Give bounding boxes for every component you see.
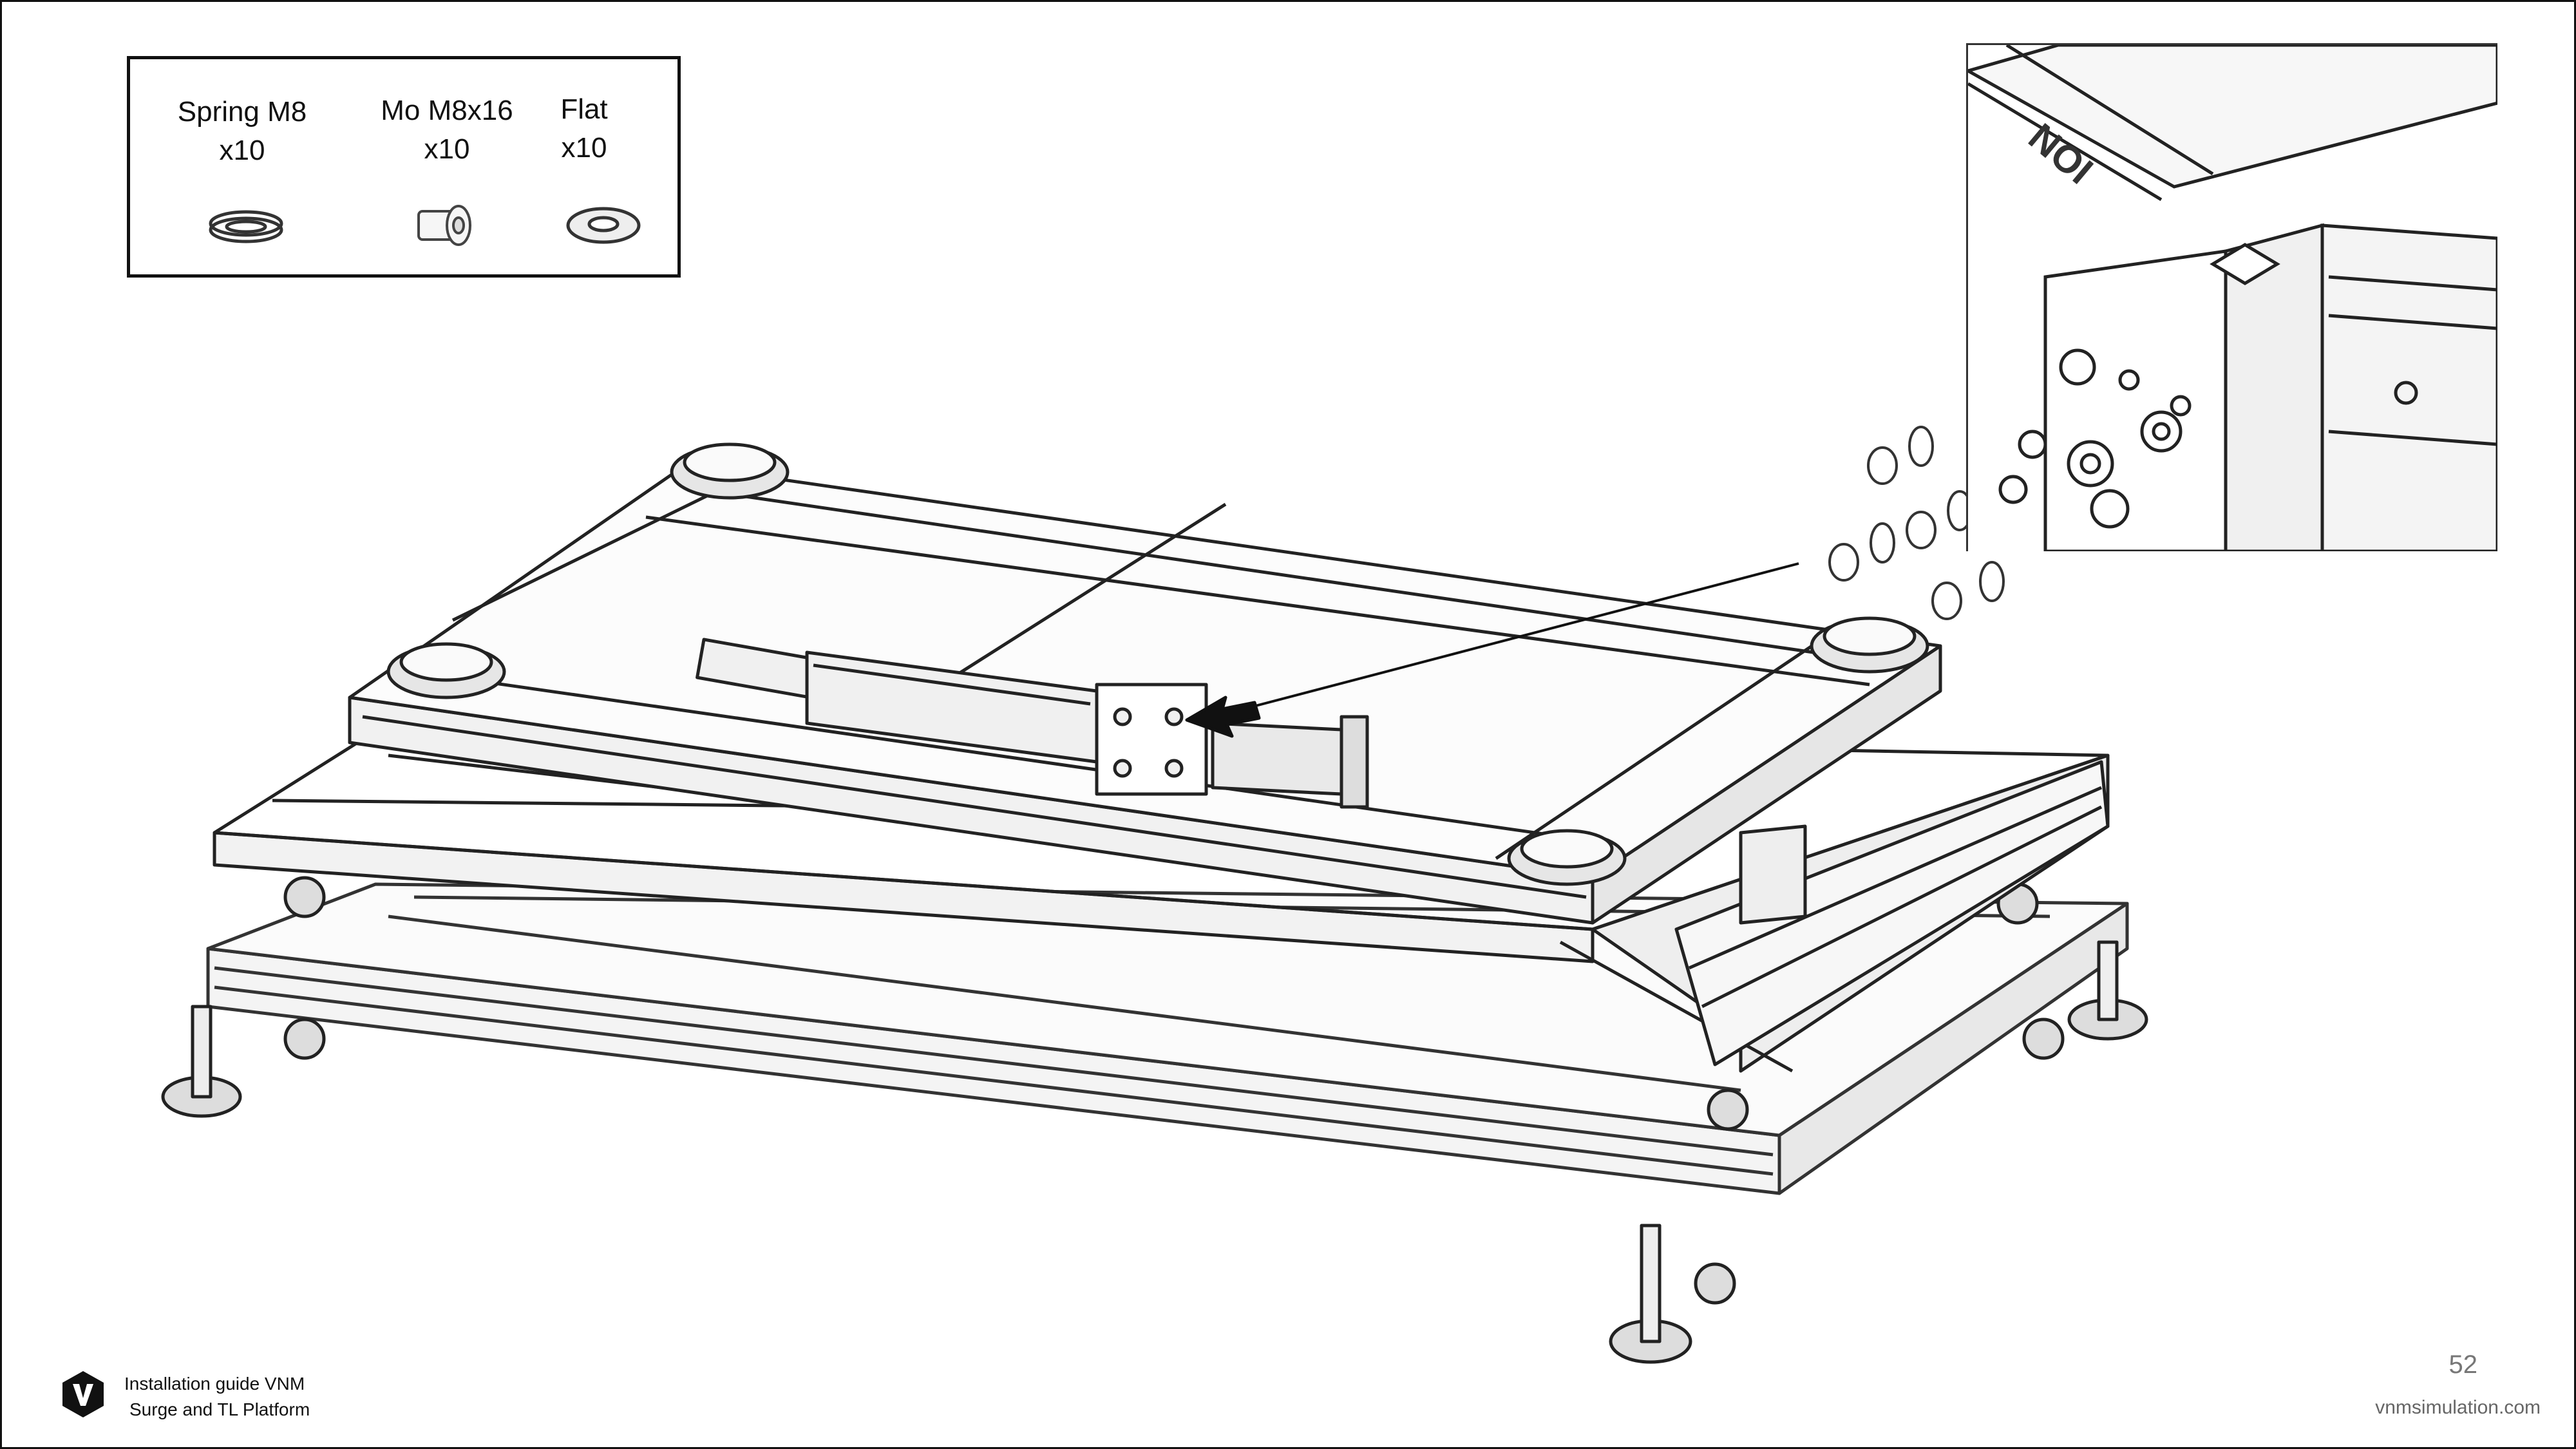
part-bolt: Mo M8x16 x10: [363, 91, 531, 169]
vnm-logo: [62, 1371, 104, 1417]
part-quantity: x10: [219, 135, 265, 166]
guide-title-line2: Surge and TL Platform: [129, 1399, 310, 1419]
part-spring-washer: Spring M8 x10: [165, 93, 319, 170]
flat-washer-icon: [566, 207, 641, 244]
part-name: Mo M8x16: [381, 95, 513, 126]
guide-title-line1: Installation guide VNM: [124, 1374, 305, 1394]
caster-wheels: [386, 442, 1929, 886]
callout-arrow: [1185, 696, 1261, 738]
spring-washer-icon: [209, 210, 283, 243]
detail-inset-view: NOI: [1966, 43, 2497, 551]
guide-title: Installation guide VNM Surge and TL Plat…: [124, 1371, 310, 1423]
part-name: Flat: [560, 93, 608, 125]
middle-frame: [213, 721, 2110, 1073]
linear-actuator: [696, 638, 1807, 925]
page-number: 52: [2448, 1350, 2478, 1379]
website-url: vnmsimulation.com: [2375, 1397, 2541, 1418]
bolt-icon: [417, 205, 471, 246]
part-quantity: x10: [561, 132, 607, 164]
part-flat-washer: Flat x10: [536, 90, 632, 167]
parts-list-box: Spring M8 x10 Mo M8x16 x10 Flat x10: [127, 56, 681, 278]
part-name: Spring M8: [177, 96, 307, 128]
part-quantity: x10: [424, 133, 470, 165]
